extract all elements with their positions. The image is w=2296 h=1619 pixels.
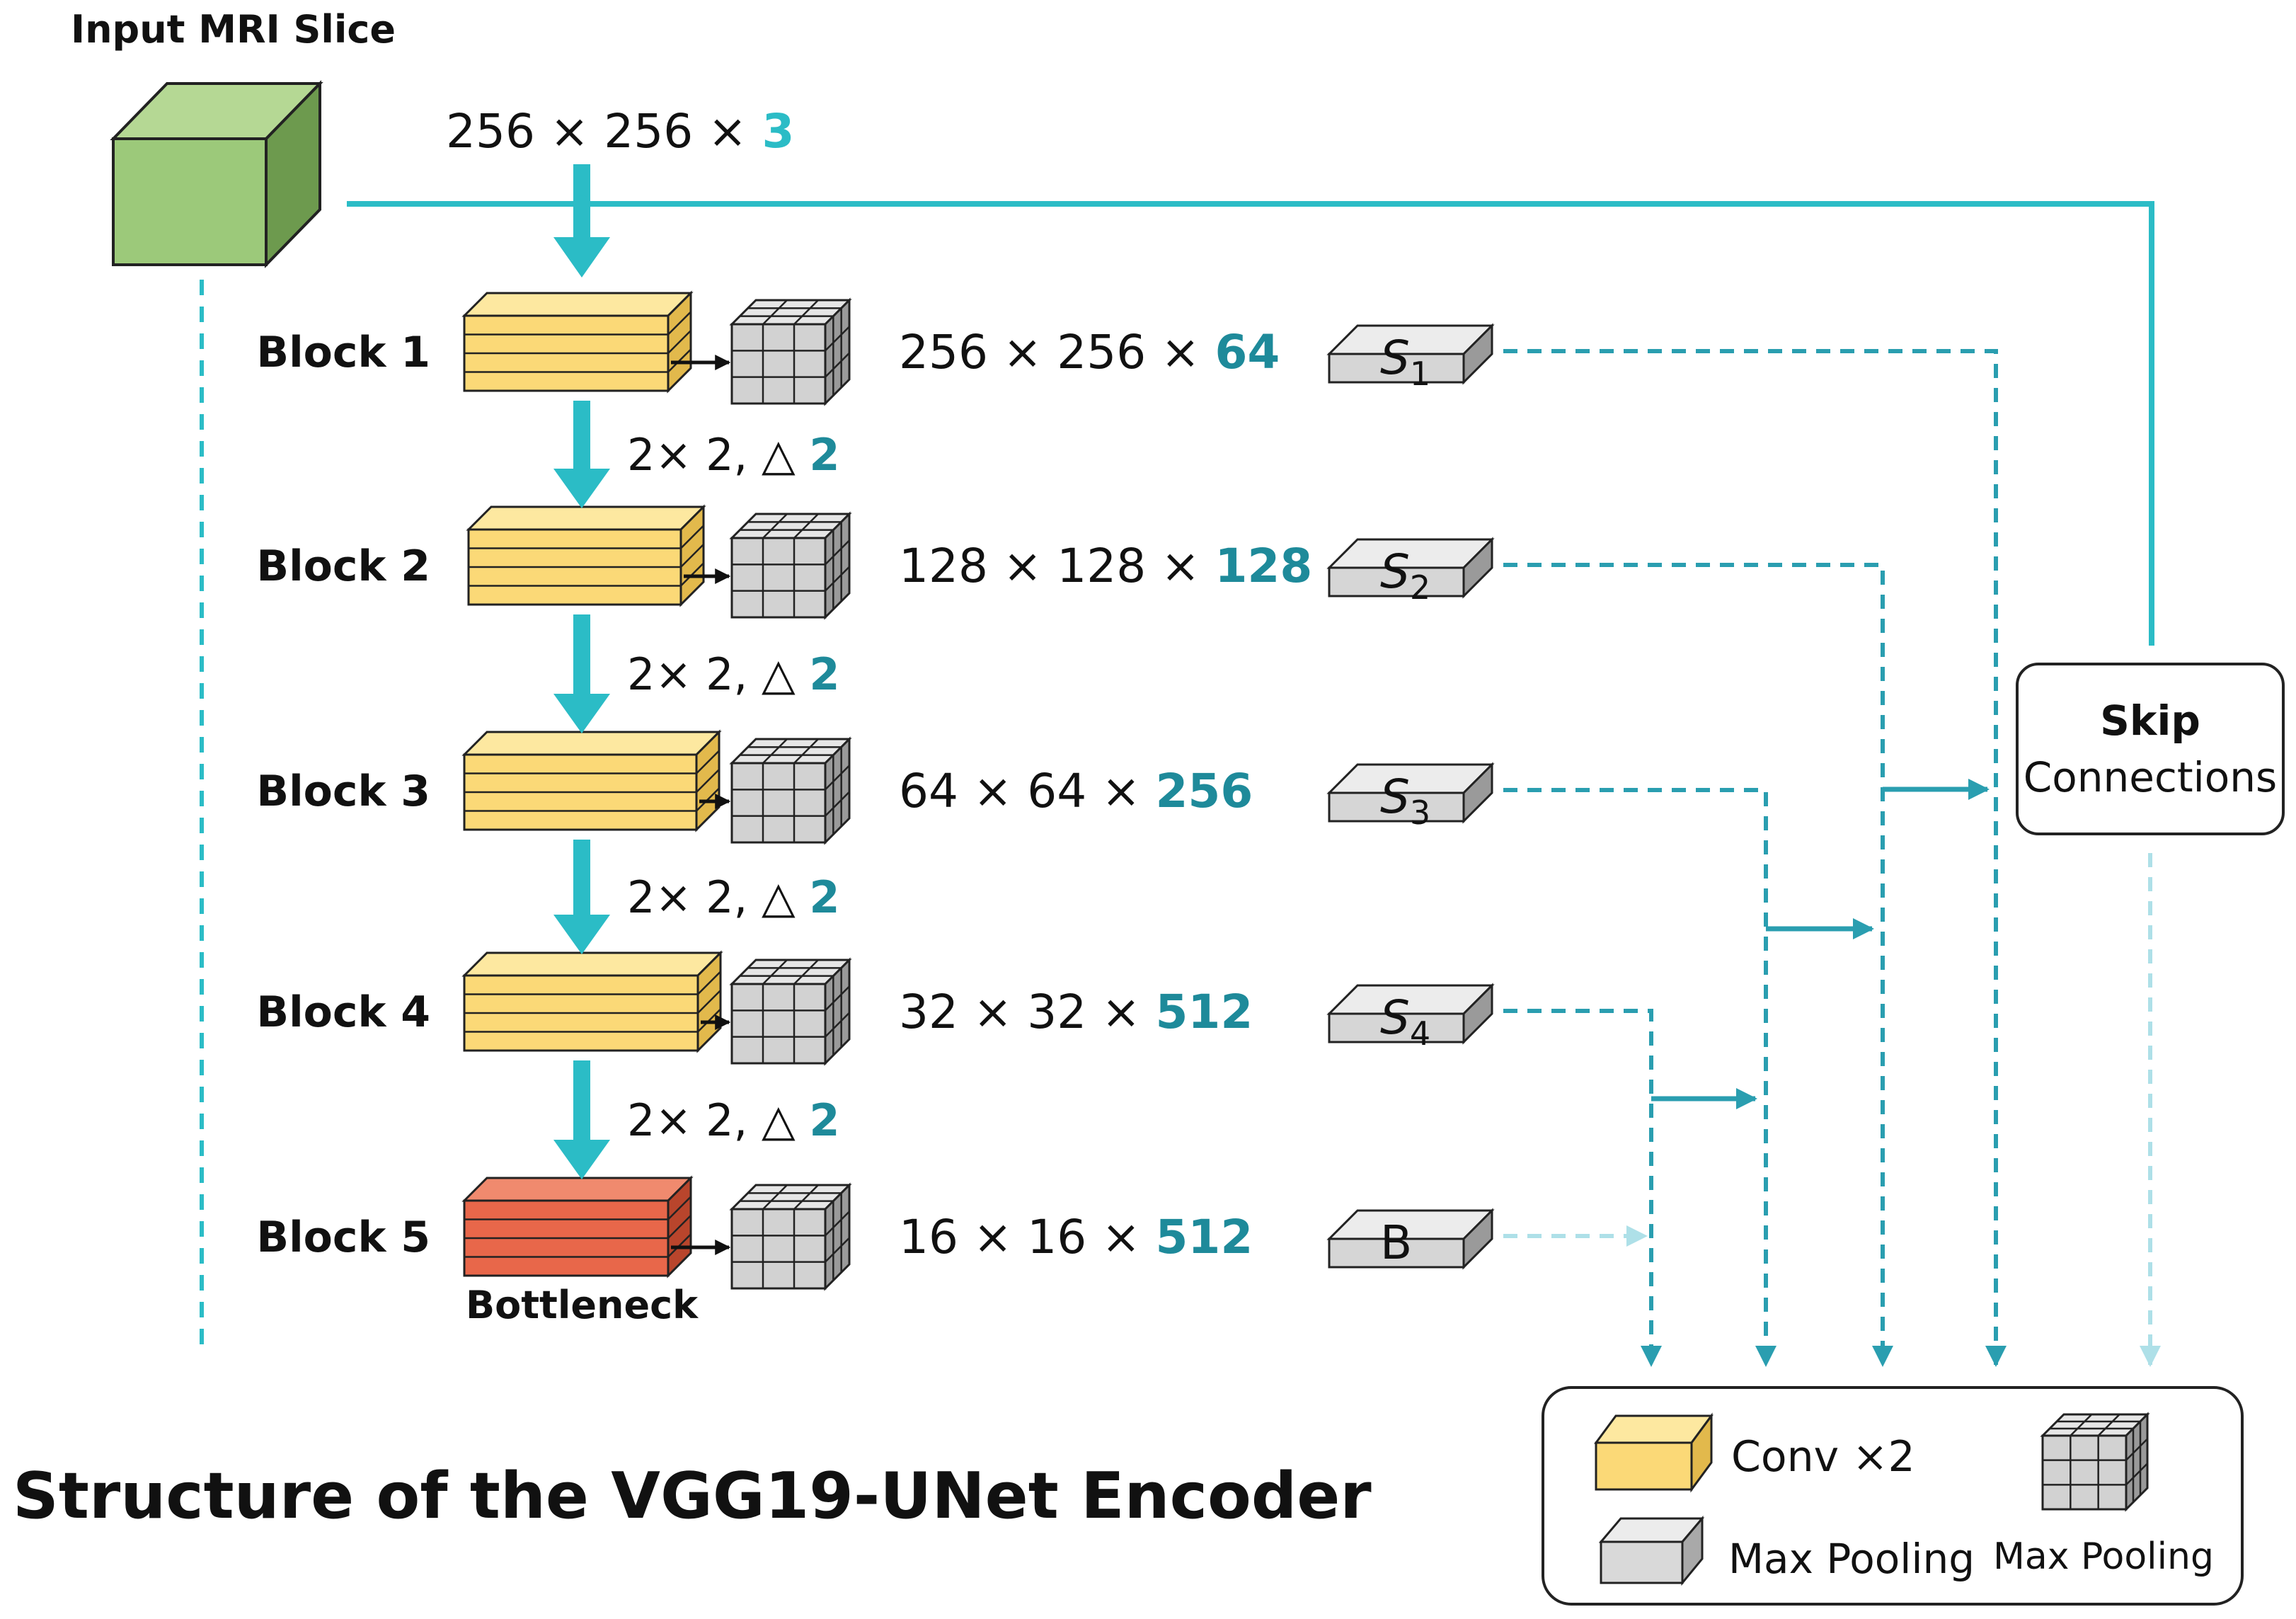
- skip-tile-4-main: S: [1380, 990, 1410, 1045]
- block-3-dims-channels: 256: [1155, 764, 1253, 818]
- block-1-dims-channels: 64: [1215, 325, 1280, 379]
- pooling-label-1-stride: 2: [809, 429, 839, 481]
- block-2-dims-prefix: 128 × 128 ×: [899, 539, 1215, 593]
- skip-tile-1-label: S1: [1380, 331, 1430, 393]
- skip-tile-2: [1326, 537, 1495, 599]
- input-label: Input MRI Slice: [71, 7, 396, 52]
- pooling-label-2-stride: 2: [809, 648, 839, 700]
- block-2-dims: 128 × 128 × 128: [899, 539, 1312, 593]
- legend-box: Conv ×2 Max Pooling Max Pooling: [1542, 1386, 2244, 1606]
- skip-tile-5-main: B: [1380, 1215, 1412, 1270]
- block-2-conv: [466, 504, 706, 607]
- pooling-label-2-prefix: 2× 2, △: [627, 648, 809, 700]
- skip-route-3: [1503, 788, 1776, 1367]
- block-4-dims-prefix: 32 × 32 ×: [899, 985, 1155, 1039]
- pooling-label-1-prefix: 2× 2, △: [627, 429, 809, 481]
- block-5-maxpool-cube: [729, 1182, 852, 1291]
- block-1-conv: [461, 290, 694, 394]
- block-5-dims-prefix: 16 × 16 ×: [899, 1210, 1155, 1264]
- pooling-arrow-1: [553, 401, 610, 508]
- input-dims: 256 × 256 × 3: [446, 104, 794, 159]
- block-3-conv: [461, 729, 722, 833]
- pooling-label-4: 2× 2, △ 2: [627, 1094, 840, 1146]
- skip-tile-2-label: S2: [1380, 544, 1430, 607]
- pooling-label-1: 2× 2, △ 2: [627, 429, 840, 481]
- input-dims-channels: 3: [762, 104, 794, 159]
- legend-conv-label: Conv ×2: [1731, 1432, 1915, 1482]
- page-title: Structure of the VGG19-UNet Encoder: [13, 1459, 1372, 1533]
- block-1-dims: 256 × 256 × 64: [899, 325, 1280, 379]
- legend-grid-cube-icon: [2040, 1412, 2150, 1512]
- block-3-dims: 64 × 64 × 256: [899, 764, 1253, 818]
- input-skip-line: [347, 201, 2154, 646]
- legend-grid-cube-shape: [2040, 1412, 2150, 1512]
- block-1-dims-prefix: 256 × 256 ×: [899, 325, 1215, 379]
- legend-maxpool-label-1: Max Pooling: [1728, 1535, 1975, 1583]
- legend-maxpool-label-2: Max Pooling: [1993, 1535, 2214, 1578]
- block-5-label: Block 5: [256, 1213, 430, 1262]
- block-4-conv: [461, 950, 723, 1053]
- skip-tile-5: [1326, 1208, 1495, 1270]
- block-2-label: Block 2: [256, 542, 430, 591]
- skip-tile-2-main: S: [1380, 544, 1410, 599]
- block-5-conv: [461, 1175, 694, 1278]
- skip-tile-4-sub: 4: [1410, 1014, 1430, 1053]
- block-5-dims: 16 × 16 × 512: [899, 1210, 1253, 1264]
- skip-tile-1: [1326, 323, 1495, 385]
- bottleneck-label: Bottleneck: [466, 1283, 699, 1327]
- skip-tile-3: [1326, 762, 1495, 824]
- pooling-label-3-prefix: 2× 2, △: [627, 871, 809, 923]
- skip-tile-5-label: B: [1380, 1215, 1412, 1270]
- pooling-arrow-4: [553, 1060, 610, 1179]
- pooling-label-3-stride: 2: [809, 871, 839, 923]
- pooling-label-3: 2× 2, △ 2: [627, 871, 840, 923]
- block-3-dims-prefix: 64 × 64 ×: [899, 764, 1155, 818]
- skip-tile-1-sub: 1: [1410, 355, 1430, 393]
- skip-box-line1: Skip: [2100, 697, 2200, 745]
- skip-tile-1-main: S: [1380, 331, 1410, 385]
- pooling-arrow-2: [553, 614, 610, 733]
- input-cube: [110, 80, 323, 268]
- block-1-label: Block 1: [256, 328, 430, 377]
- skip-tile-2-sub: 2: [1410, 568, 1430, 607]
- skip-tile-3-main: S: [1380, 770, 1410, 824]
- legend-conv-icon: [1594, 1412, 1714, 1493]
- skip-tile-3-sub: 3: [1410, 794, 1430, 832]
- skip-route-4: [1503, 1009, 1662, 1367]
- block-3-maxpool-cube: [729, 736, 852, 845]
- skip-tile-3-label: S3: [1380, 770, 1430, 832]
- skip-tile-4-label: S4: [1380, 990, 1430, 1053]
- skip-route-1: [1503, 349, 2007, 1367]
- pooling-label-4-stride: 2: [809, 1094, 839, 1146]
- block-2-maxpool-cube: [729, 511, 852, 620]
- block-4-dims-channels: 512: [1155, 985, 1253, 1039]
- block-4-dims: 32 × 32 × 512: [899, 985, 1253, 1039]
- input-down-arrow: [553, 164, 610, 278]
- block-1-maxpool-cube: [729, 297, 852, 406]
- block-5-dims-channels: 512: [1155, 1210, 1253, 1264]
- block-4-label: Block 4: [256, 988, 430, 1037]
- pooling-label-2: 2× 2, △ 2: [627, 648, 840, 700]
- block-3-label: Block 3: [256, 767, 430, 816]
- input-dims-prefix: 256 × 256 ×: [446, 104, 762, 159]
- block-4-maxpool-cube: [729, 957, 852, 1066]
- block-2-dims-channels: 128: [1215, 539, 1312, 593]
- skip-connections-box: Skip Connections: [2016, 663, 2285, 835]
- skip-tile-4: [1326, 983, 1495, 1045]
- skip-box-line2: Connections: [2024, 753, 2277, 801]
- pooling-arrow-3: [553, 840, 610, 954]
- legend-maxpool-icon: [1598, 1515, 1705, 1586]
- skip-route-2: [1503, 563, 1893, 1367]
- pooling-label-4-prefix: 2× 2, △: [627, 1094, 809, 1146]
